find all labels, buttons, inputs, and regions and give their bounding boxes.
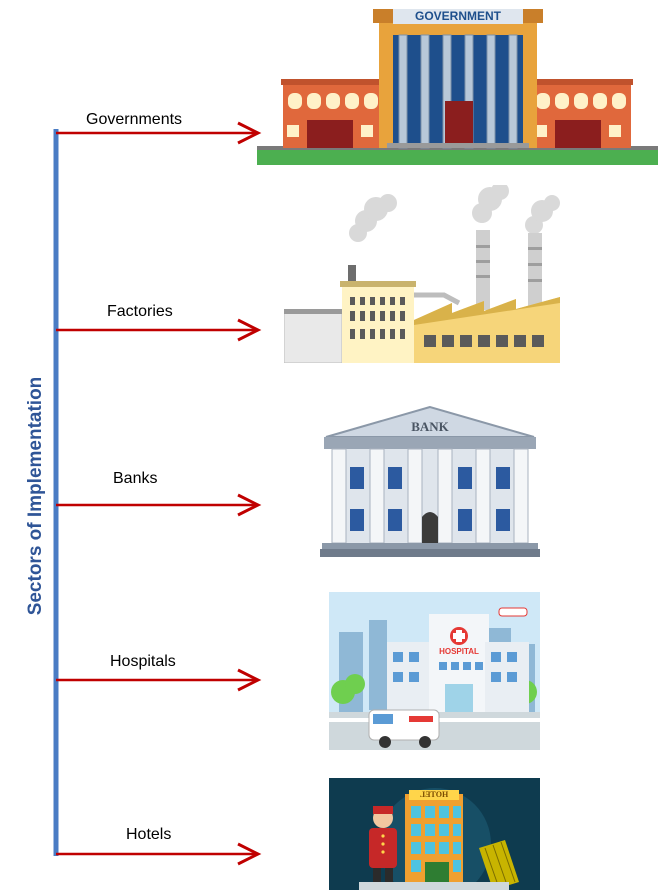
arrow-hospitals (56, 668, 262, 692)
hotel-sign: HOTEL (419, 790, 449, 799)
hotel-icon: HOTEL (329, 778, 540, 890)
hospital-sign: HOSPITAL (439, 647, 479, 656)
sector-label-hotels: Hotels (126, 826, 172, 843)
arrow-factories (56, 318, 262, 342)
sector-label-banks: Banks (113, 470, 158, 487)
government-building-icon: GOVERNMENT (257, 5, 658, 165)
government-sign: GOVERNMENT (393, 9, 523, 24)
bank-building-icon: BANK (320, 405, 540, 557)
arrow-hotels (56, 842, 262, 866)
sector-label-hospitals: Hospitals (110, 653, 176, 670)
sector-label-factories: Factories (107, 303, 173, 320)
sector-label-governments: Governments (86, 111, 183, 128)
axis-title: Sectors of Implementation (25, 376, 46, 616)
arrow-banks (56, 493, 262, 517)
factory-icon (284, 185, 560, 363)
hospital-icon: HOSPITAL (329, 592, 540, 750)
arrow-governments (56, 121, 262, 145)
bank-sign: BANK (411, 419, 449, 434)
